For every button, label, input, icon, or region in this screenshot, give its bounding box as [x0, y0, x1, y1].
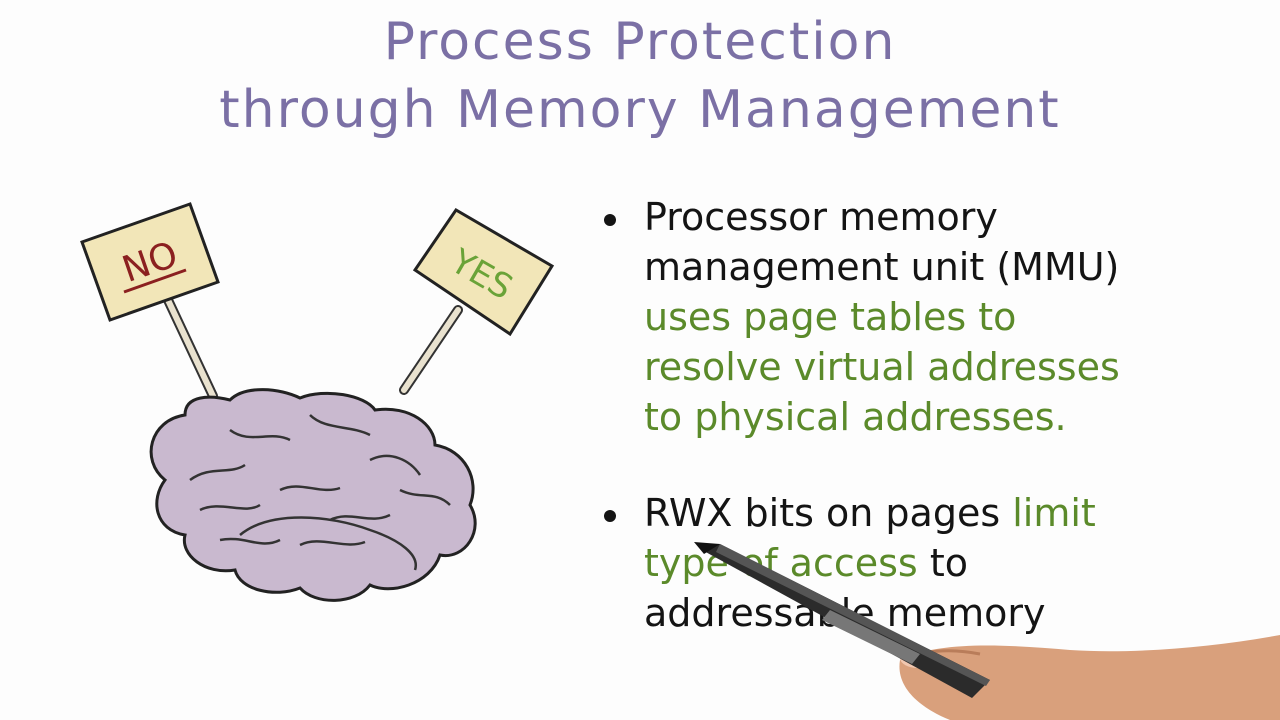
no-sign-icon: NO — [80, 202, 220, 401]
yes-sign-icon: YES — [399, 208, 555, 395]
bullet-2-text-a: RWX bits on pages — [644, 491, 1001, 535]
bullet-1-line-1: Processor memory — [644, 195, 998, 239]
bullet-list: Processor memory management unit (MMU) u… — [600, 192, 1240, 684]
pen-hand-illustration — [694, 542, 1280, 720]
bullet-2-line-1: RWX bits on pages limit — [644, 488, 1240, 538]
slide-title: Process Protection through Memory Manage… — [0, 8, 1280, 144]
bullet-dot — [604, 214, 616, 226]
bullet-1-line-3: uses page tables to — [644, 295, 1017, 339]
pen-icon — [694, 542, 990, 698]
bullet-dot — [604, 510, 616, 522]
brain-icon — [149, 388, 477, 602]
brain-signs-illustration: NO YES — [80, 202, 555, 602]
bullet-2-text-d: to — [929, 541, 968, 585]
bullet-1-line-4: resolve virtual addresses — [644, 345, 1120, 389]
bullet-2-text-b: limit — [1012, 491, 1096, 535]
bullet-mmu: Processor memory management unit (MMU) u… — [600, 192, 1240, 442]
bullet-1-line-2: management unit (MMU) — [644, 245, 1120, 289]
title-line-1: Process Protection — [383, 12, 897, 72]
bullet-1-line-5: to physical addresses. — [644, 395, 1067, 439]
title-line-2: through Memory Management — [219, 80, 1061, 140]
